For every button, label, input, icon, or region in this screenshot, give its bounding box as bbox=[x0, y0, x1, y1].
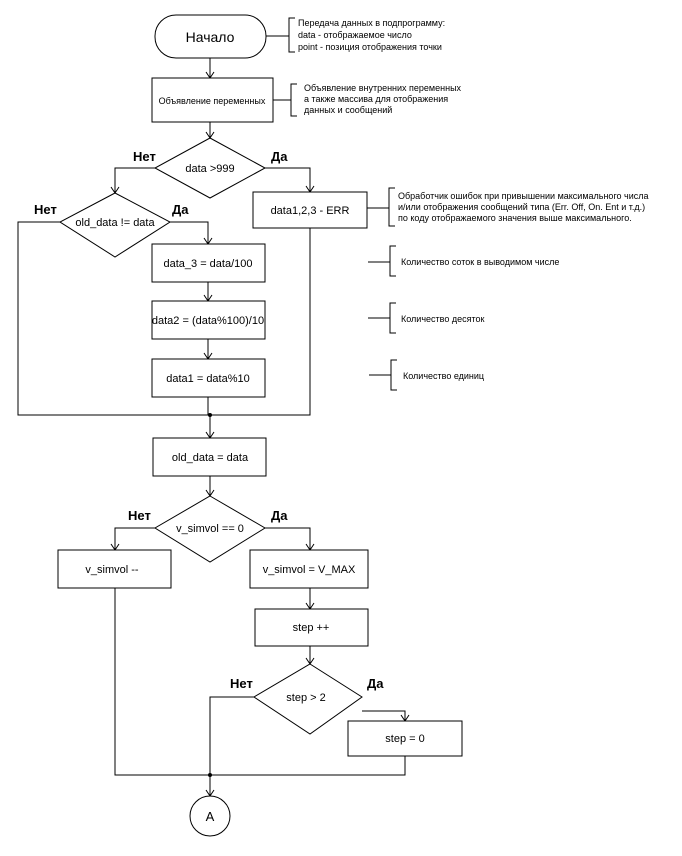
junction-dot bbox=[208, 773, 212, 777]
arrow-heads bbox=[110, 71, 410, 797]
dec-box: v_simvol -- bbox=[57, 549, 172, 589]
setmax-label: v_simvol = V_MAX bbox=[263, 564, 356, 576]
condition-old-data: old_data != data bbox=[59, 192, 171, 258]
calc1-label: data1 = data%10 bbox=[166, 373, 250, 385]
note-6: Количество единиц bbox=[403, 371, 484, 381]
cond2-label: old_data != data bbox=[75, 217, 155, 229]
note-1-line-3: point - позиция отображения точки bbox=[298, 42, 442, 52]
junction-dot bbox=[208, 413, 212, 417]
start-terminal: Начало bbox=[154, 14, 267, 59]
no-label: Нет bbox=[34, 202, 57, 217]
setmax-box: v_simvol = V_MAX bbox=[249, 549, 369, 589]
connector-a: A bbox=[189, 795, 231, 837]
note-1-line-1: Передача данных в подпрограмму: bbox=[298, 18, 445, 28]
dec-label: v_simvol -- bbox=[85, 564, 139, 576]
stepinc-box: step ++ bbox=[254, 608, 369, 647]
note-3-line-2: и/или отображения сообщений типа (Err. O… bbox=[398, 202, 645, 212]
no-label: Нет bbox=[133, 149, 156, 164]
cond3-label: v_simvol == 0 bbox=[176, 523, 244, 535]
yes-label: Да bbox=[271, 149, 288, 164]
assign-old-label: old_data = data bbox=[172, 452, 249, 464]
note-2-line-1: Объявление внутренних переменных bbox=[304, 83, 462, 93]
stepzero-label: step = 0 bbox=[385, 733, 424, 745]
note-5: Количество десяток bbox=[401, 314, 484, 324]
no-label: Нет bbox=[128, 508, 151, 523]
connector-label: A bbox=[206, 809, 215, 824]
yes-label: Да bbox=[367, 676, 384, 691]
calc2-label: data2 = (data%100)/10 bbox=[152, 315, 264, 327]
declare-box: Объявление переменных bbox=[151, 77, 274, 123]
annotation-brackets bbox=[266, 17, 397, 391]
note-1-line-2: data - отображаемое число bbox=[298, 30, 412, 40]
cond4-label: step > 2 bbox=[286, 692, 325, 704]
calc3-box: data_3 = data/100 bbox=[151, 243, 266, 283]
calc1-box: data1 = data%10 bbox=[151, 358, 266, 398]
calc2-box: data2 = (data%100)/10 bbox=[151, 300, 266, 340]
stepinc-label: step ++ bbox=[293, 622, 330, 634]
no-label: Нет bbox=[230, 676, 253, 691]
condition-data-gt-999: data >999 bbox=[153, 137, 267, 199]
note-3-line-3: по коду отображаемого значения выше макс… bbox=[398, 213, 632, 223]
calc3-label: data_3 = data/100 bbox=[164, 258, 253, 270]
note-4: Количество соток в выводимом числе bbox=[401, 257, 559, 267]
stepzero-box: step = 0 bbox=[347, 720, 463, 757]
declare-label: Объявление переменных bbox=[159, 96, 266, 106]
note-2-line-2: а также массива для отображения bbox=[304, 94, 448, 104]
note-2-line-3: данных и сообщений bbox=[304, 105, 392, 115]
err-label: data1,2,3 - ERR bbox=[271, 205, 350, 217]
condition-step: step > 2 bbox=[253, 663, 363, 735]
note-3-line-1: Обработчик ошибок при привышении максима… bbox=[398, 191, 649, 201]
yes-label: Да bbox=[172, 202, 189, 217]
assign-old-box: old_data = data bbox=[152, 437, 267, 477]
start-label: Начало bbox=[186, 29, 235, 45]
connector-lines bbox=[17, 58, 406, 796]
cond1-label: data >999 bbox=[185, 163, 234, 175]
err-box: data1,2,3 - ERR bbox=[252, 191, 368, 229]
yes-label: Да bbox=[271, 508, 288, 523]
condition-v-simvol: v_simvol == 0 bbox=[154, 495, 266, 563]
